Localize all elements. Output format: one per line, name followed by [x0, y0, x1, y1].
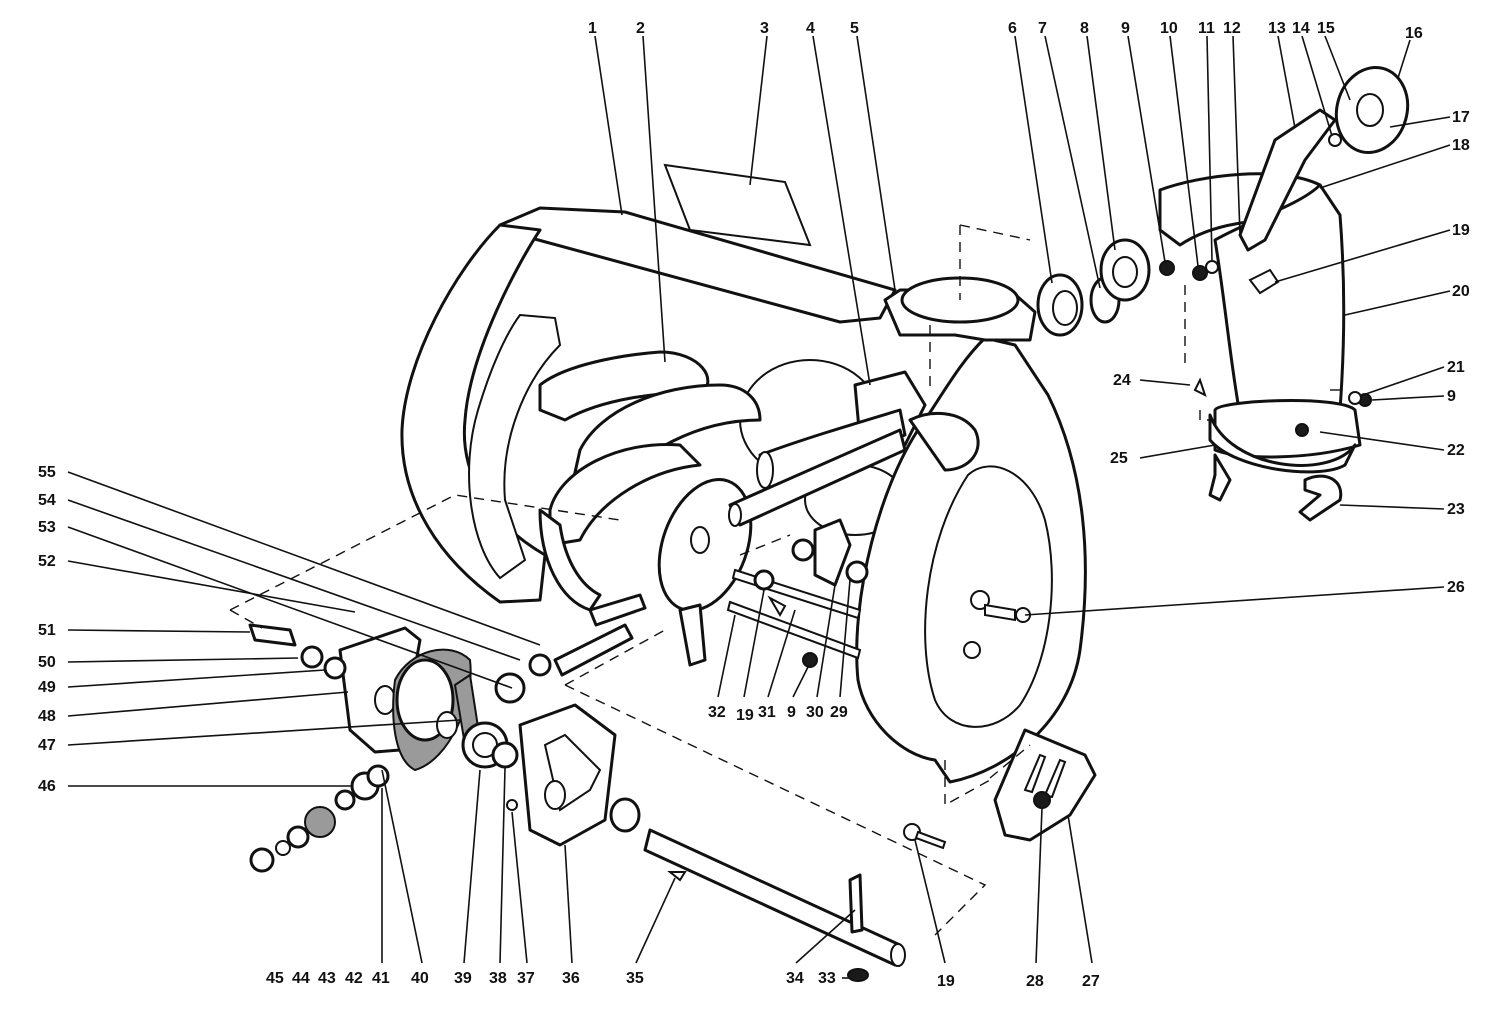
callout-17: 17 [1452, 109, 1470, 126]
callout-39: 39 [454, 970, 472, 987]
callout-36: 36 [562, 970, 580, 987]
callout-46: 46 [38, 778, 56, 795]
callout-37: 37 [517, 970, 535, 987]
callout-15: 15 [1317, 20, 1335, 37]
callout-51: 51 [38, 622, 56, 639]
callout-8: 8 [1080, 20, 1089, 37]
callout-23: 23 [1447, 501, 1465, 518]
callout-9-mid: 9 [787, 704, 796, 721]
callout-34: 34 [786, 970, 804, 987]
scraper-bracket [726, 518, 869, 668]
callout-2: 2 [636, 20, 645, 37]
callout-32: 32 [708, 704, 726, 721]
callout-4: 4 [806, 20, 815, 37]
callout-49: 49 [38, 679, 56, 696]
callout-1: 1 [588, 20, 597, 37]
callout-28: 28 [1026, 973, 1044, 990]
callout-47: 47 [38, 737, 56, 754]
callout-31: 31 [758, 704, 776, 721]
callout-9-right: 9 [1447, 388, 1456, 405]
decal-plate [663, 163, 812, 247]
bearing-stack [1036, 238, 1219, 337]
callout-41: 41 [372, 970, 390, 987]
callout-48: 48 [38, 708, 56, 725]
callout-6: 6 [1008, 20, 1017, 37]
callout-24: 24 [1113, 372, 1131, 389]
callout-19-bottom: 19 [937, 973, 955, 990]
discharge-chute [1158, 65, 1410, 522]
callout-10: 10 [1160, 20, 1178, 37]
callout-44: 44 [292, 970, 310, 987]
callout-33: 33 [818, 970, 836, 987]
callout-13: 13 [1268, 20, 1286, 37]
callout-14: 14 [1292, 20, 1310, 37]
skid-shoe [903, 728, 1097, 850]
callout-26: 26 [1447, 579, 1465, 596]
callout-9-top: 9 [1121, 20, 1130, 37]
callout-21: 21 [1447, 359, 1465, 376]
callout-18: 18 [1452, 137, 1470, 154]
callout-20: 20 [1452, 283, 1470, 300]
leader-lines [67, 35, 1451, 979]
callout-38: 38 [489, 970, 507, 987]
callout-53: 53 [38, 519, 56, 536]
callout-16: 16 [1405, 25, 1423, 42]
callout-43: 43 [318, 970, 336, 987]
gearbox-shaft [728, 408, 980, 527]
callout-45: 45 [266, 970, 284, 987]
assembly-guide-lines [229, 224, 1345, 936]
callout-19-chute: 19 [1452, 222, 1470, 239]
callout-25: 25 [1110, 450, 1128, 467]
callout-35: 35 [626, 970, 644, 987]
auger-impeller [538, 350, 762, 667]
callout-labels: 1 2 3 4 5 6 7 8 9 10 11 12 13 14 15 16 1… [38, 20, 1470, 990]
drive-side-assembly [248, 593, 906, 982]
callout-50: 50 [38, 654, 56, 671]
callout-3: 3 [760, 20, 769, 37]
callout-54: 54 [38, 492, 56, 509]
callout-30: 30 [806, 704, 824, 721]
callout-22: 22 [1447, 442, 1465, 459]
callout-19-mid: 19 [736, 707, 754, 724]
callout-7: 7 [1038, 20, 1047, 37]
callout-42: 42 [345, 970, 363, 987]
callout-27: 27 [1082, 973, 1100, 990]
callout-52: 52 [38, 553, 56, 570]
callout-12: 12 [1223, 20, 1241, 37]
callout-29: 29 [830, 704, 848, 721]
callout-11: 11 [1198, 20, 1215, 37]
callout-40: 40 [411, 970, 429, 987]
callout-55: 55 [38, 464, 56, 481]
callout-5: 5 [850, 20, 859, 37]
